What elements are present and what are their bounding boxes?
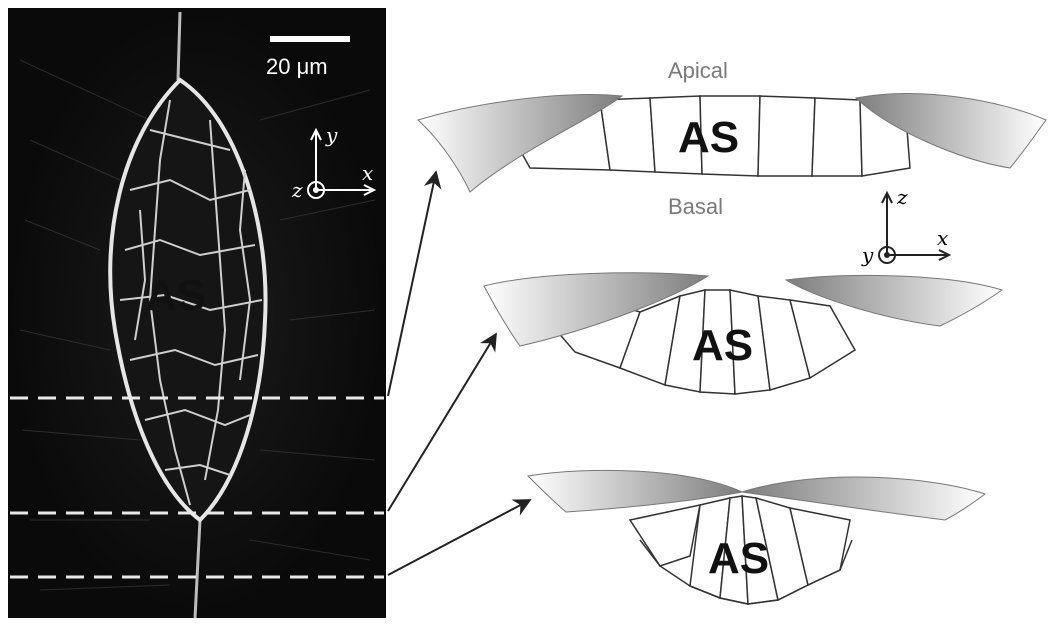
scale-bar-label: 20 μm bbox=[266, 54, 328, 79]
schematic-axis-x: x bbox=[937, 226, 948, 250]
micrograph-axis-y: y bbox=[325, 123, 338, 147]
micrograph-axis-z: z bbox=[291, 178, 303, 202]
micrograph-axis-x: x bbox=[362, 161, 373, 185]
arrow-to-panel-3 bbox=[388, 500, 530, 575]
arrow-to-panel-2 bbox=[388, 334, 496, 511]
schematic-axis-z: z bbox=[896, 185, 908, 209]
connector-arrows bbox=[388, 172, 530, 575]
micrograph-panel: AS 20 μm y x z bbox=[8, 8, 386, 618]
arrow-to-panel-1 bbox=[388, 172, 436, 396]
schematic-3-label: AS bbox=[708, 534, 769, 583]
basal-label: Basal bbox=[668, 194, 723, 219]
apical-label: Apical bbox=[668, 58, 728, 83]
schematic-panel-3: AS bbox=[528, 470, 985, 604]
schematic-panel-1: Apical AS Basal z x y bbox=[418, 58, 1046, 267]
schematic-panel-2: AS bbox=[484, 273, 1002, 394]
schematic-1-label: AS bbox=[678, 113, 739, 162]
schematic-2-label: AS bbox=[692, 321, 753, 370]
schematic-axis-y: y bbox=[861, 243, 874, 267]
scale-bar bbox=[270, 36, 350, 42]
micrograph-region-label: AS bbox=[145, 271, 206, 320]
